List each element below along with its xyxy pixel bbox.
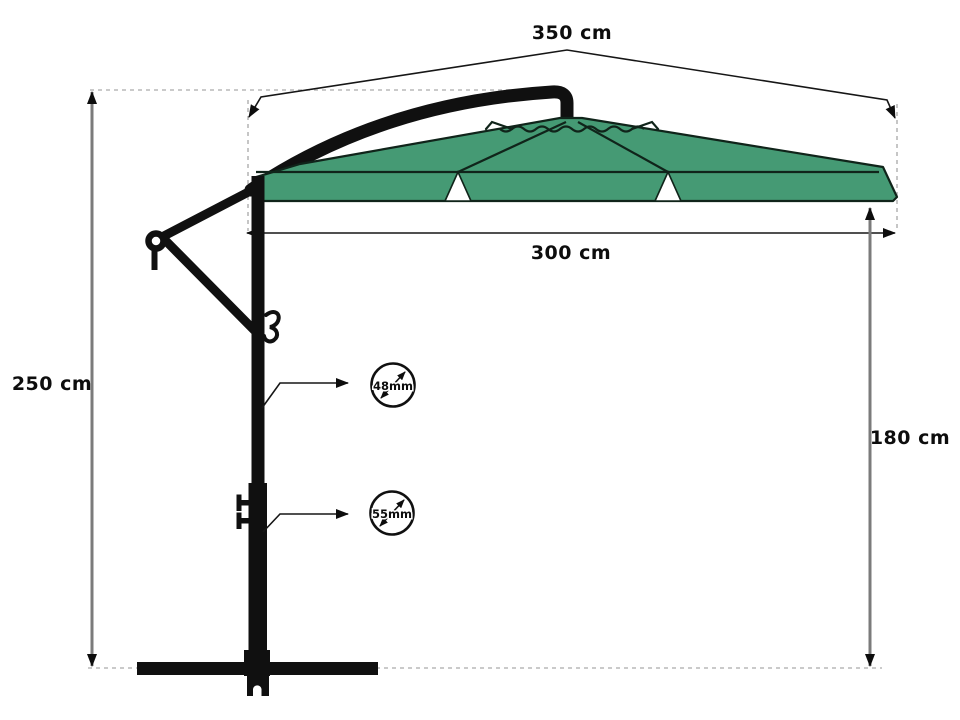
callout-lower-pole-diameter: 55mm xyxy=(262,490,415,536)
clearance-height-label: 180 cm xyxy=(870,427,950,449)
callout-upper-pole-diameter: 48mm xyxy=(261,362,416,409)
cantilever-arm xyxy=(244,85,574,197)
dimension-top-width: 350 cm xyxy=(248,22,896,119)
total-height-label: 250 cm xyxy=(12,373,92,395)
support-bracket xyxy=(145,182,263,338)
base-pole-sleeve xyxy=(244,650,270,676)
lower-pole-diameter-arrow xyxy=(379,499,405,527)
clamp-knob-stem xyxy=(240,500,252,506)
canopy xyxy=(251,116,899,203)
vent-flap-left xyxy=(484,120,514,131)
dimension-canopy-width: 300 cm xyxy=(246,228,896,264)
upper-pole xyxy=(251,176,265,488)
canopy-width-label: 300 cm xyxy=(531,242,611,264)
top-width-dimension-line xyxy=(248,49,896,119)
pole-and-base xyxy=(137,176,378,696)
clamp-knobs xyxy=(236,494,252,529)
clamp-knob-stem xyxy=(240,518,252,524)
dimension-clearance-height: 180 cm xyxy=(865,207,950,667)
vent-flap-right xyxy=(630,120,660,131)
ring-handle-stub xyxy=(151,250,158,270)
lower-pole xyxy=(248,483,267,663)
base-foot xyxy=(247,675,269,696)
lower-pole-diameter-label: 55mm xyxy=(372,507,412,521)
clamp-knob-cap xyxy=(236,512,242,529)
canopy-seam-right xyxy=(577,121,669,173)
upper-pole-leader-line xyxy=(261,378,349,409)
lower-pole-leader-line xyxy=(262,509,349,533)
clamp-knob-cap xyxy=(236,494,242,511)
vent-wavy-edge xyxy=(499,125,645,133)
support-struts xyxy=(157,182,263,338)
top-width-label: 350 cm xyxy=(532,22,612,44)
valance-notch-left xyxy=(443,170,473,202)
dashed-guides xyxy=(88,89,898,669)
upper-pole-diameter-arrow xyxy=(380,371,406,399)
valance-notch-right xyxy=(653,170,683,202)
upper-pole-diameter-label: 48mm xyxy=(373,379,413,393)
ring-handle xyxy=(145,230,167,252)
crank-handle-hook xyxy=(262,310,281,344)
dimension-total-height: 250 cm xyxy=(12,91,97,667)
